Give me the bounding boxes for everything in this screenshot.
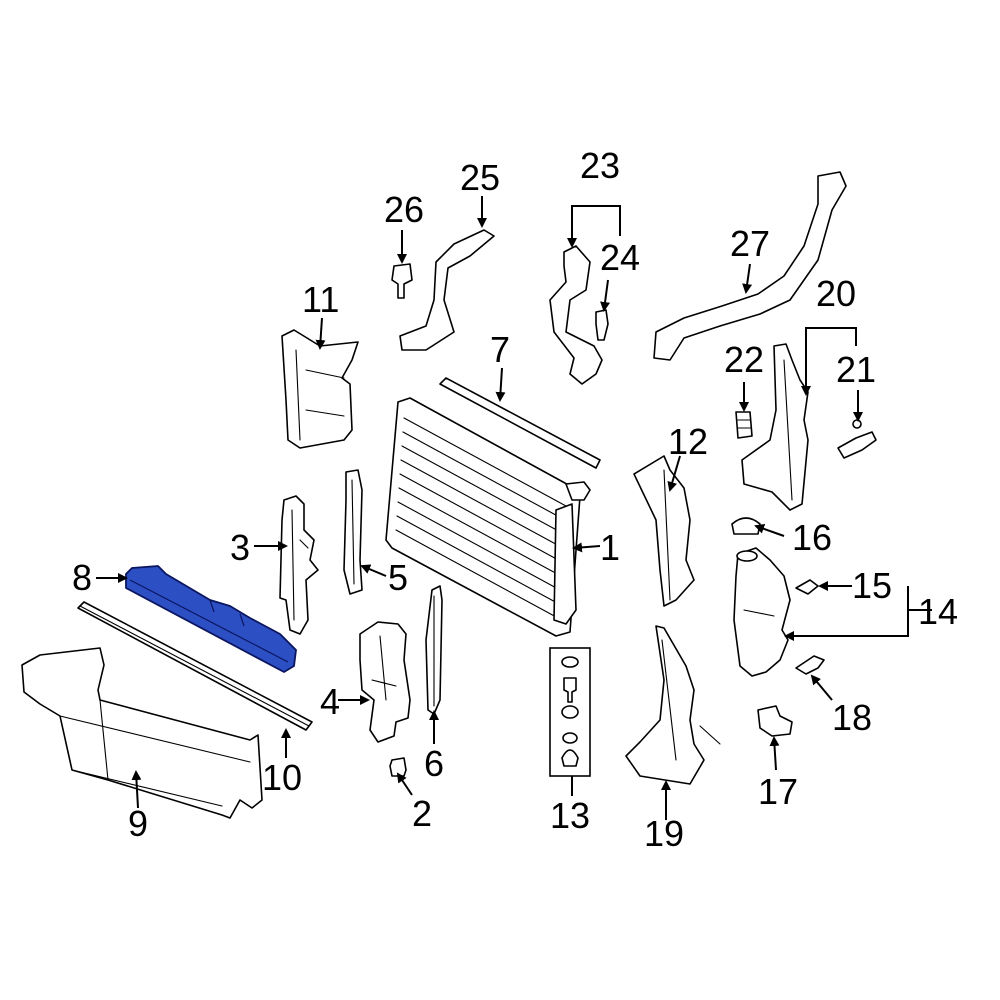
part-26-bleed-screw[interactable]	[391, 263, 413, 299]
part-10-seal-strip[interactable]	[77, 601, 313, 731]
part-24-sensor[interactable]	[595, 309, 609, 341]
callout-24[interactable]: 24	[600, 237, 640, 278]
part-14-expansion-tank[interactable]	[733, 547, 791, 677]
callout-22[interactable]: 22	[724, 339, 764, 380]
part-19-lower-deflector[interactable]	[625, 625, 721, 785]
callout-7[interactable]: 7	[490, 329, 510, 370]
part-27-filler-hose[interactable]	[653, 171, 847, 361]
callout-labels: 1 2 3 4 5 6 7 8 9 10 11 12 13 14 15 16 1…	[72, 145, 958, 854]
part-8-highlighted-seal[interactable]	[125, 565, 297, 673]
callout-16[interactable]: 16	[792, 517, 832, 558]
callout-6[interactable]: 6	[424, 743, 444, 784]
callout-5[interactable]: 5	[388, 557, 408, 598]
callout-20[interactable]: 20	[816, 273, 856, 314]
callout-19[interactable]: 19	[644, 813, 684, 854]
leader-lines	[96, 196, 932, 820]
part-23-lower-hose[interactable]	[549, 245, 603, 385]
part-4-lower-bracket[interactable]	[359, 621, 411, 743]
callout-18[interactable]: 18	[832, 697, 872, 738]
callout-4[interactable]: 4	[320, 681, 340, 722]
callout-17[interactable]: 17	[758, 771, 798, 812]
callout-23[interactable]: 23	[580, 145, 620, 186]
callout-21[interactable]: 21	[836, 349, 876, 390]
callout-2[interactable]: 2	[412, 793, 432, 834]
callout-1[interactable]: 1	[600, 527, 620, 568]
part-12-side-deflector[interactable]	[633, 455, 695, 607]
part-20-tank-bracket[interactable]	[741, 343, 809, 511]
part-9-air-duct[interactable]	[21, 647, 263, 819]
callout-12[interactable]: 12	[668, 421, 708, 462]
callout-3[interactable]: 3	[230, 527, 250, 568]
part-7-top-seal[interactable]	[439, 377, 601, 469]
part-6-strip-bracket[interactable]	[425, 585, 443, 715]
callout-9[interactable]: 9	[128, 803, 148, 844]
callout-26[interactable]: 26	[384, 189, 424, 230]
part-17-connector[interactable]	[757, 705, 793, 737]
part-5-side-bracket[interactable]	[343, 469, 363, 595]
part-22-bushing[interactable]	[735, 411, 753, 439]
part-25-upper-hose[interactable]	[399, 229, 495, 351]
part-3-side-bracket[interactable]	[279, 495, 319, 635]
callout-11[interactable]: 11	[302, 279, 339, 320]
callout-10[interactable]: 10	[262, 757, 302, 798]
callout-14[interactable]: 14	[918, 591, 958, 632]
callout-27[interactable]: 27	[730, 223, 770, 264]
callout-8[interactable]: 8	[72, 557, 92, 598]
part-18-clip[interactable]	[795, 655, 825, 675]
callout-13[interactable]: 13	[550, 795, 590, 836]
callout-25[interactable]: 25	[460, 157, 500, 198]
callout-15[interactable]: 15	[852, 565, 892, 606]
part-15-clip[interactable]	[795, 579, 819, 595]
part-21-sensor[interactable]	[837, 419, 877, 459]
part-16-cap[interactable]	[731, 517, 761, 535]
part-1-radiator[interactable]	[385, 397, 591, 637]
part-13-drain-plug-set[interactable]	[549, 647, 591, 777]
part-2-cap[interactable]	[389, 757, 407, 777]
